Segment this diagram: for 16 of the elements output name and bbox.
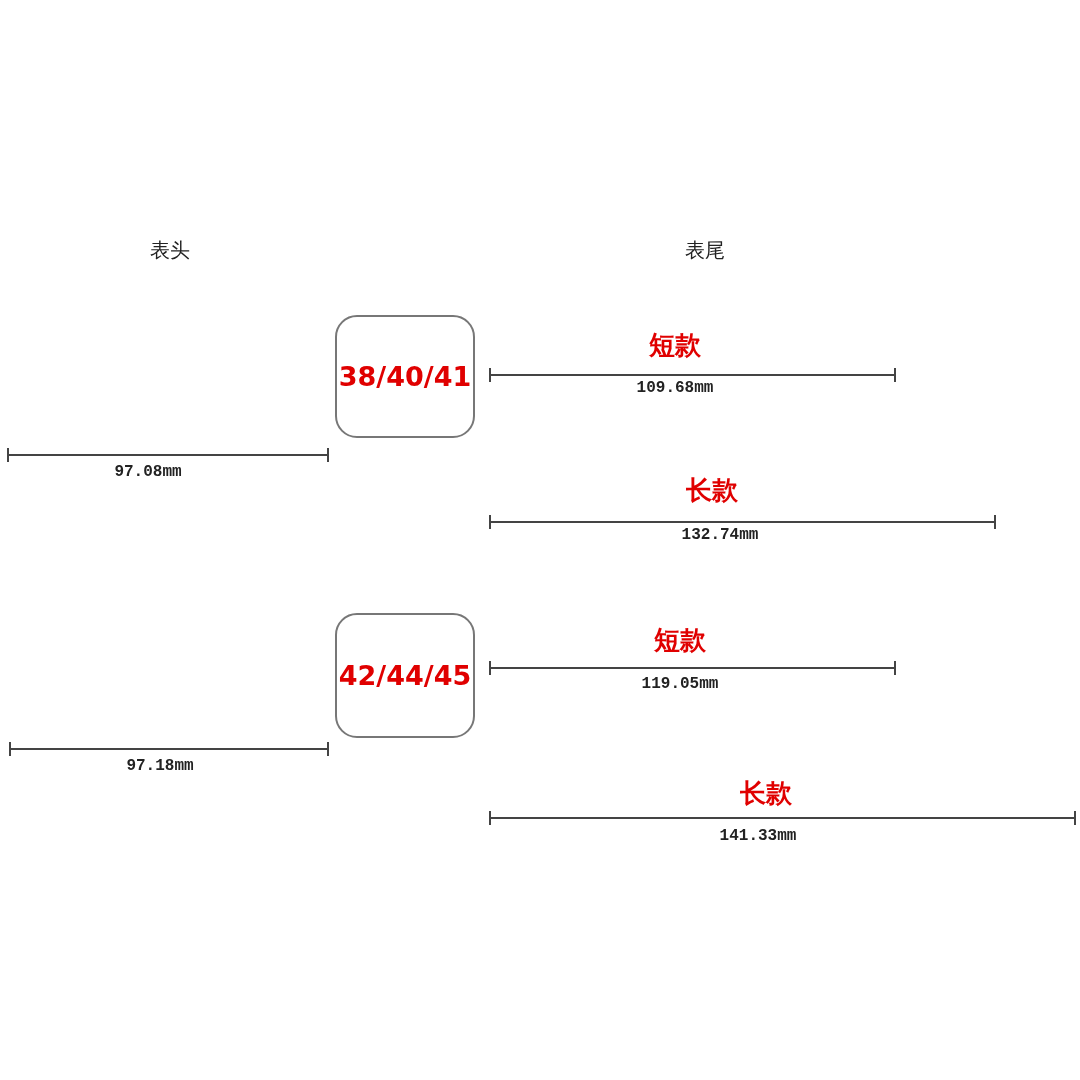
size-label: 42/44/45 [338,660,472,691]
heading: 表头 [150,236,190,264]
dimension-text: 109.68mm [636,379,714,397]
heading: 表尾 [685,236,725,264]
variant-label: 短款 [654,623,706,657]
variant-label: 长款 [740,776,792,810]
variant-label: 长款 [686,473,738,507]
size-label: 38/40/41 [338,361,472,392]
dimension-text: 132.74mm [681,526,759,544]
dimension-text: 97.08mm [114,463,182,481]
variant-label: 短款 [649,328,701,362]
watch-face-outline [335,613,475,738]
dimension-text: 141.33mm [719,827,797,845]
dimension-text: 97.18mm [126,757,194,775]
dimension-text: 119.05mm [641,675,719,693]
watch-face-outline [335,315,475,438]
